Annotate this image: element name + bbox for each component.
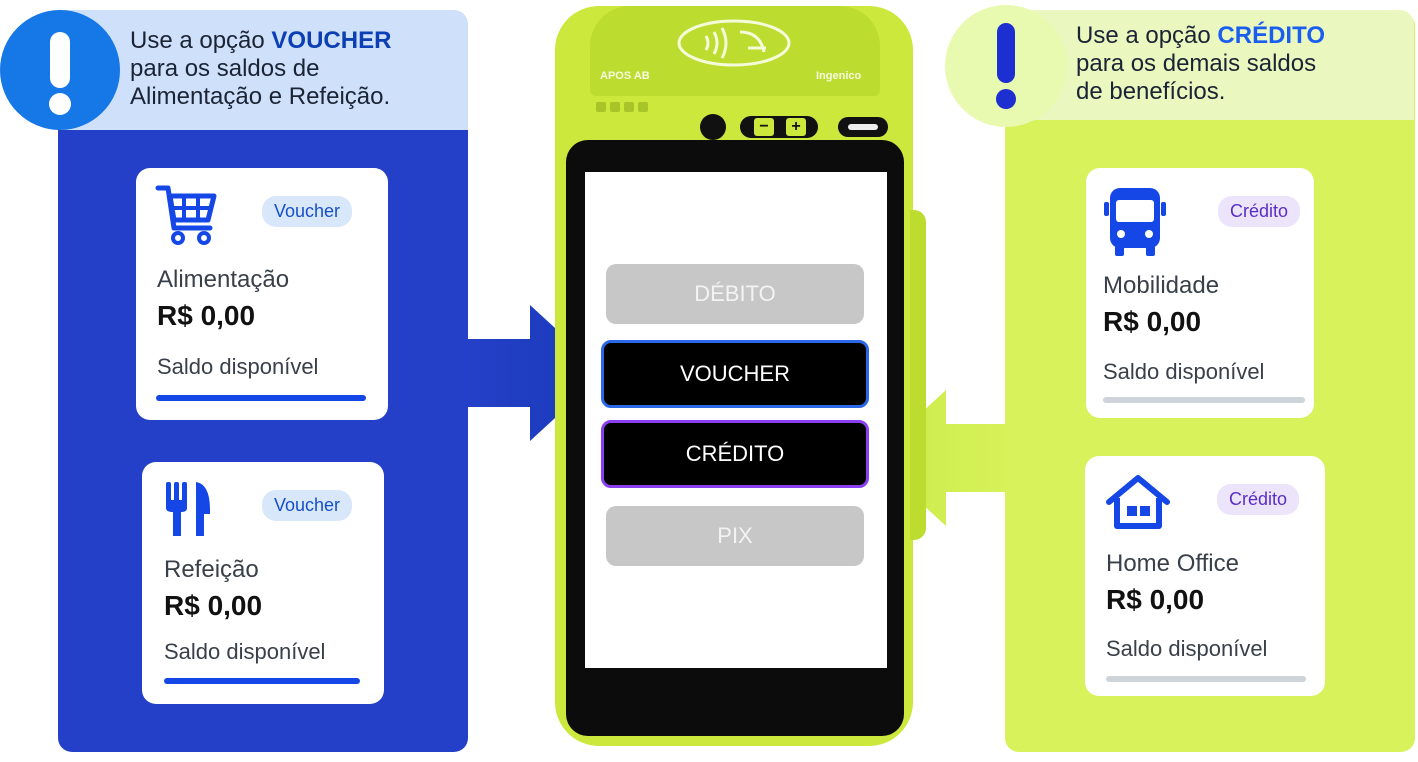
bus-icon: [1104, 188, 1166, 256]
arrow-right-icon: [466, 305, 604, 441]
balance-status: Saldo disponível: [157, 354, 319, 379]
callout-line: para os saldos de: [130, 55, 320, 82]
left-callout-text: Use a opção VOUCHER para os saldos de Al…: [130, 27, 460, 111]
voucher-button[interactable]: VOUCHER: [601, 340, 869, 408]
balance-amount: R$ 0,00: [164, 590, 263, 621]
balance-status: Saldo disponível: [1103, 359, 1265, 384]
benefit-name: Mobilidade: [1103, 272, 1220, 299]
benefit-name: Refeição: [164, 556, 259, 583]
right-callout-text: Use a opção CRÉDITO para os demais saldo…: [1076, 22, 1406, 106]
balance-status: Saldo disponível: [1106, 636, 1268, 661]
balance-card-alimentacao[interactable]: Voucher Alimentação R$ 0,00 Saldo dispon…: [136, 168, 388, 420]
balance-bar: [156, 395, 366, 401]
callout-line: de benefícios.: [1076, 78, 1226, 105]
callout-highlight: VOUCHER: [271, 27, 392, 54]
volume-buttons[interactable]: − +: [740, 116, 818, 138]
power-button[interactable]: [838, 117, 888, 137]
credito-badge: Crédito: [1218, 196, 1301, 227]
volume-down-button[interactable]: −: [754, 118, 774, 136]
left-alert-badge: [0, 10, 120, 130]
left-callout: [60, 10, 468, 130]
brand-right: Ingenico: [816, 70, 862, 82]
callout-line: para os demais saldos: [1076, 50, 1317, 77]
balance-bar: [164, 678, 360, 684]
balance-amount: R$ 0,00: [157, 300, 256, 331]
camera-icon: [700, 114, 726, 140]
callout-line: Alimentação e Refeição.: [130, 83, 391, 110]
home-icon: [1106, 475, 1170, 529]
card-slot: [910, 210, 926, 540]
credito-button[interactable]: CRÉDITO: [601, 420, 869, 488]
callout-prefix: Use a opção: [1076, 22, 1218, 49]
voucher-badge: Voucher: [262, 490, 353, 521]
status-leds: [596, 102, 658, 112]
right-alert-badge: [945, 5, 1067, 127]
debito-button[interactable]: DÉBITO: [606, 264, 864, 324]
balance-status: Saldo disponível: [164, 639, 326, 664]
voucher-badge: Voucher: [262, 196, 353, 227]
volume-up-button[interactable]: +: [786, 118, 806, 136]
contactless-icon: [677, 19, 791, 67]
callout-highlight: CRÉDITO: [1217, 22, 1325, 49]
callout-prefix: Use a opção: [130, 27, 272, 54]
arrow-left-icon: [872, 390, 1010, 526]
balance-card-mobilidade[interactable]: Crédito Mobilidade R$ 0,00 Saldo disponí…: [1086, 168, 1314, 418]
balance-card-home-office[interactable]: Crédito Home Office R$ 0,00 Saldo dispon…: [1085, 456, 1325, 696]
right-callout: [1006, 10, 1414, 120]
shopping-cart-icon: [155, 185, 217, 245]
balance-amount: R$ 0,00: [1103, 306, 1202, 337]
balance-amount: R$ 0,00: [1106, 584, 1205, 615]
credito-badge: Crédito: [1217, 484, 1300, 515]
brand-left: APOS AB: [600, 70, 650, 82]
balance-card-refeicao[interactable]: Voucher Refeição R$ 0,00 Saldo disponíve…: [142, 462, 384, 704]
exclamation-icon: [996, 23, 1016, 109]
exclamation-icon: [49, 32, 71, 115]
fork-knife-icon: [166, 482, 210, 536]
benefit-name: Home Office: [1106, 550, 1239, 577]
benefit-name: Alimentação: [157, 266, 290, 293]
balance-bar: [1106, 676, 1306, 682]
balance-bar: [1103, 397, 1305, 403]
pix-button[interactable]: PIX: [606, 506, 864, 566]
